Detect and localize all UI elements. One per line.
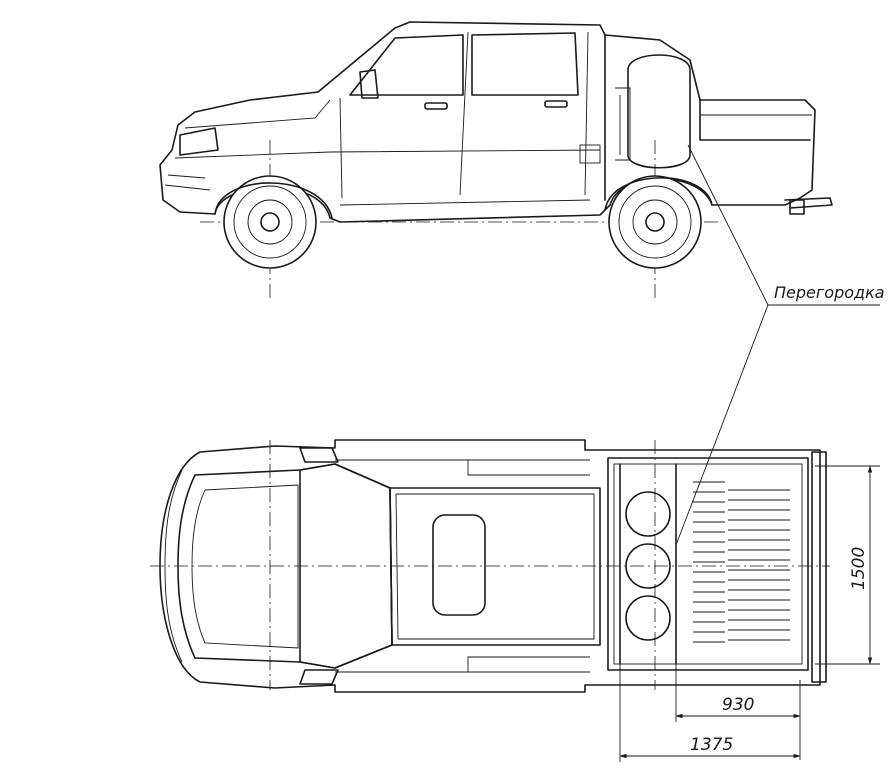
cargo-bed bbox=[607, 451, 827, 683]
dimension-lines bbox=[619, 465, 880, 762]
floor-slats bbox=[693, 481, 790, 643]
rear-door-handle bbox=[544, 100, 568, 108]
dimension-1500: 1500 bbox=[849, 547, 869, 590]
side-mirror bbox=[359, 69, 379, 99]
partition bbox=[619, 463, 677, 665]
front-wheel bbox=[214, 175, 333, 269]
dimension-930: 930 bbox=[722, 695, 754, 715]
partition-leader bbox=[675, 144, 880, 546]
top-body-outline bbox=[159, 439, 821, 693]
gas-cylinder-side bbox=[627, 54, 691, 169]
gas-cylinder-1 bbox=[625, 491, 671, 537]
roof bbox=[389, 487, 601, 646]
cargo-canopy bbox=[604, 34, 811, 201]
right-mirror bbox=[299, 669, 339, 685]
rear-door-window bbox=[471, 32, 579, 96]
gas-cylinder-3 bbox=[625, 595, 671, 641]
partition-label: Перегородка bbox=[774, 283, 885, 302]
top-view bbox=[150, 439, 880, 762]
front-door-window bbox=[349, 34, 464, 96]
front-door-handle bbox=[424, 102, 448, 110]
side-view bbox=[159, 21, 833, 300]
dimension-1375: 1375 bbox=[690, 735, 733, 755]
gas-cylinder-2 bbox=[625, 543, 671, 589]
rear-wheel bbox=[604, 175, 713, 269]
left-mirror bbox=[299, 447, 339, 463]
sunroof bbox=[432, 514, 486, 616]
